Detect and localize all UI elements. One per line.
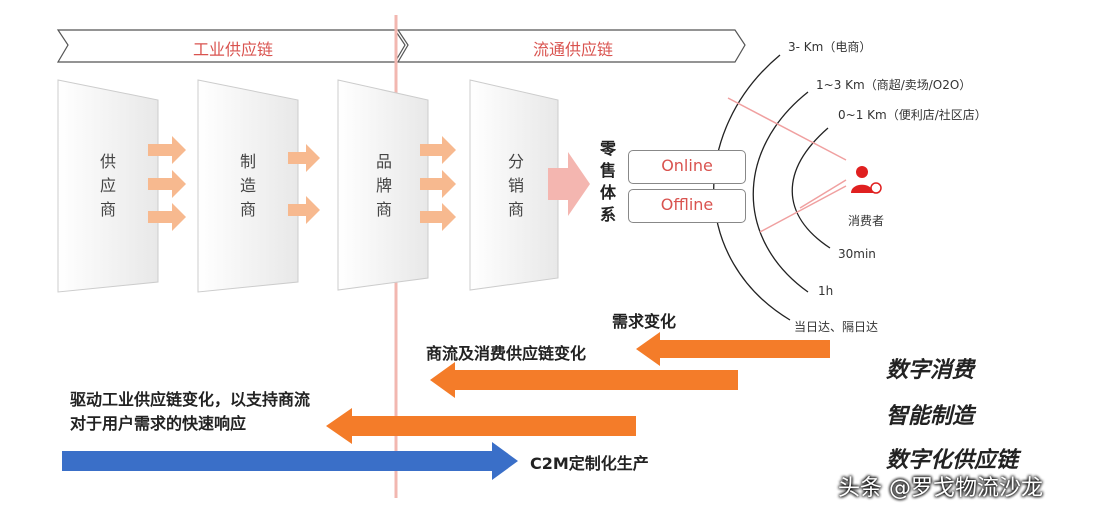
range-arcs [713,54,831,321]
range-label-0-1km: 0~1 Km（便利店/社区店） [838,108,987,122]
panel-supplier [57,79,159,293]
panel-manufacturer-label: 制造商 [239,152,256,219]
online-box: Online [628,150,746,184]
industrial-supply-chain-label: 工业供应链 [192,40,273,59]
demand-change-label: 需求变化 [612,312,677,331]
flow-arrows [148,136,456,231]
consumer-icon [851,166,882,194]
time-label-same-day: 当日达、隔日达 [794,320,879,334]
retail-arrow [548,152,590,216]
offline-box: Offline [628,189,746,223]
delivery-lines [727,97,847,233]
demand-change-arrow [636,332,830,366]
retail-system-title: 零售体系 [600,139,617,224]
industrial-change-label-line2: 对于用户需求的快速响应 [70,414,247,433]
commerce-change-label: 商流及消费供应链变化 [426,344,587,363]
circulation-supply-chain-label: 流通供应链 [532,40,613,59]
keyword-smart-manufacturing: 智能制造 [886,404,975,429]
panel-brand [337,79,429,291]
circulation-band [396,29,746,63]
panel-distributor [469,79,559,291]
panel-manufacturer [197,79,299,293]
keyword-digital-supply-chain: 数字化供应链 [886,448,1019,473]
c2m-arrow [62,442,518,480]
range-label-3km: 3- Km（电商） [788,40,872,54]
c2m-label: C2M定制化生产 [530,454,649,473]
watermark: 头条 @罗戈物流沙龙 [838,476,1043,501]
panel-brand-label: 品牌商 [375,152,392,219]
consumer-label: 消费者 [848,214,885,228]
time-label-1h: 1h [818,284,834,298]
panel-distributor-label: 分销商 [507,152,524,219]
commerce-change-arrow [430,362,738,398]
panel-supplier-label: 供应商 [99,152,116,219]
keyword-digital-consumption: 数字消费 [886,358,975,383]
range-label-1-3km: 1~3 Km（商超/卖场/O2O） [816,78,972,92]
industrial-change-label-line1: 驱动工业供应链变化，以支持商流 [70,390,311,409]
industrial-change-arrow [326,408,636,444]
time-label-30min: 30min [838,247,876,261]
